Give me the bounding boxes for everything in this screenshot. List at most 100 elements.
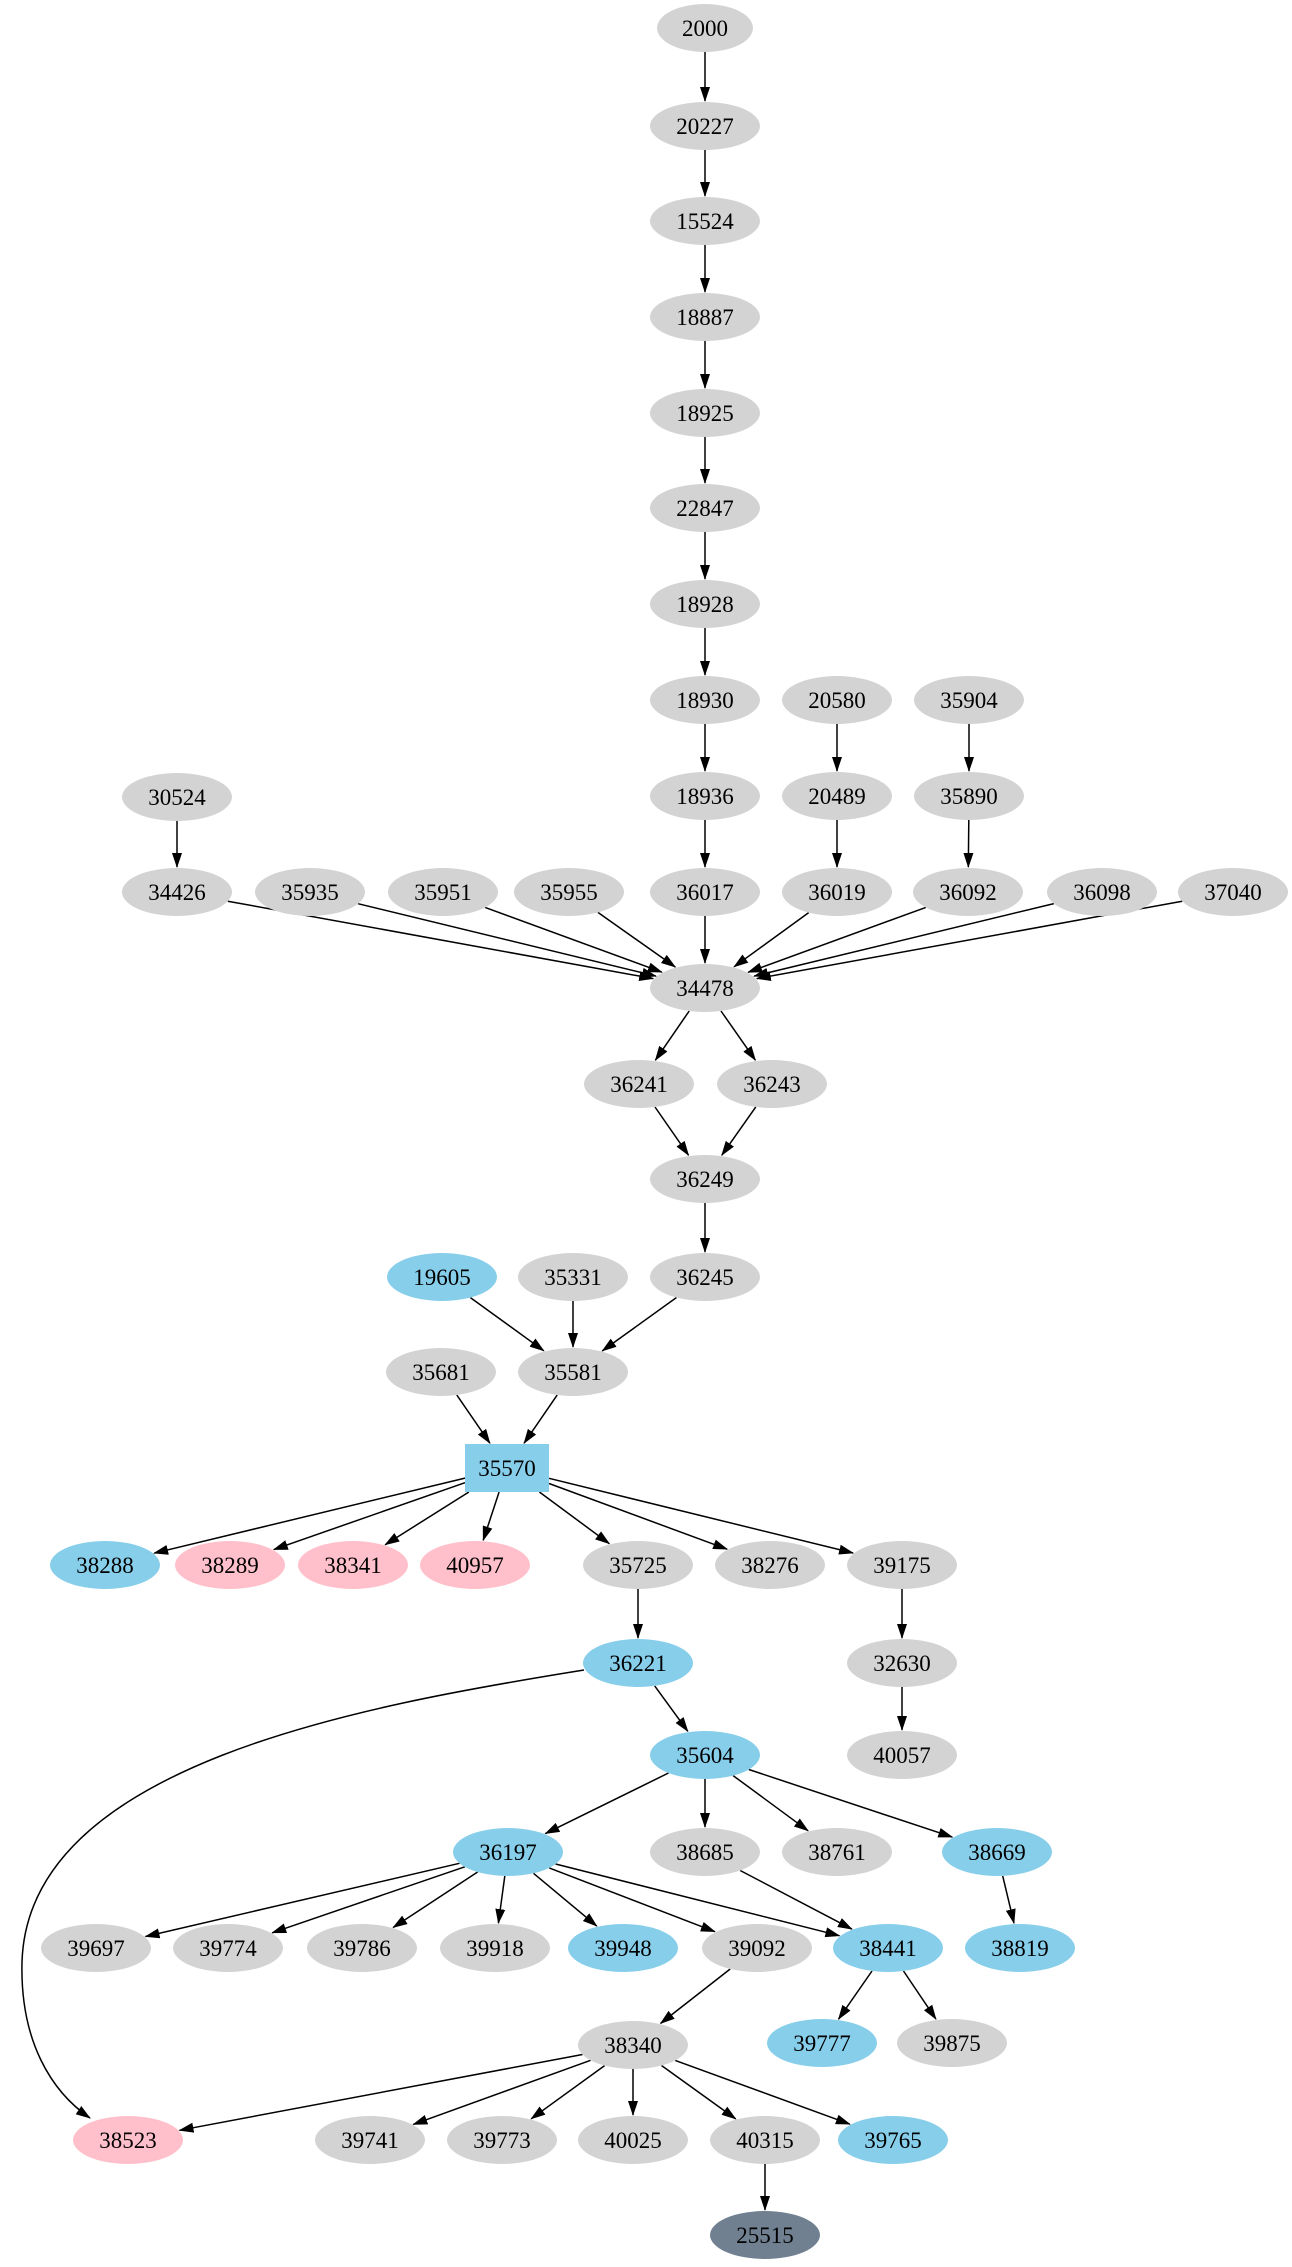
node-ellipse-shape: [650, 676, 760, 724]
node-label: 38341: [324, 1553, 382, 1578]
node-ellipse-shape: [650, 772, 760, 820]
edge-38685-38441: [739, 1869, 853, 1930]
node-label: 36249: [676, 1167, 734, 1192]
node-ellipse-shape: [315, 2116, 425, 2164]
node-ellipse-shape: [175, 1541, 285, 1589]
node-label: 39741: [341, 2128, 399, 2153]
node-label: 36092: [939, 880, 997, 905]
node-label: 22847: [676, 496, 734, 521]
node-label: 36243: [743, 1072, 801, 1097]
node-39777: 39777: [767, 2019, 877, 2067]
node-box-shape: [465, 1444, 549, 1492]
node-label: 18925: [676, 401, 734, 426]
edge-36241-36249: [654, 1106, 690, 1157]
edge-36197-39774: [271, 1866, 466, 1934]
node-35935: 35935: [255, 868, 365, 916]
node-ellipse-shape: [650, 102, 760, 150]
node-40025: 40025: [578, 2116, 688, 2164]
node-ellipse-shape: [942, 1828, 1052, 1876]
node-30524: 30524: [122, 773, 232, 821]
edge-36098-34478: [753, 902, 1055, 978]
node-ellipse-shape: [583, 1541, 693, 1589]
node-label: 40315: [736, 2128, 794, 2153]
node-label: 40957: [446, 1553, 504, 1578]
node-label: 39092: [728, 1936, 786, 1961]
node-39774: 39774: [173, 1924, 283, 1972]
node-ellipse-shape: [657, 4, 753, 52]
node-35604: 35604: [650, 1731, 760, 1779]
node-34478: 34478: [650, 964, 760, 1012]
node-ellipse-shape: [702, 1924, 812, 1972]
node-2000: 2000: [657, 4, 753, 52]
node-39741: 39741: [315, 2116, 425, 2164]
node-label: 36019: [808, 880, 866, 905]
node-39948: 39948: [568, 1924, 678, 1972]
node-label: 18930: [676, 688, 734, 713]
node-label: 30524: [148, 785, 206, 810]
node-ellipse-shape: [568, 1924, 678, 1972]
edge-36197-39697: [144, 1862, 460, 1939]
node-36245: 36245: [650, 1253, 760, 1301]
node-35331: 35331: [518, 1253, 628, 1301]
edge-35570-40957: [482, 1491, 500, 1542]
node-20489: 20489: [782, 772, 892, 820]
node-ellipse-shape: [897, 2019, 1007, 2067]
node-40957: 40957: [420, 1541, 530, 1589]
node-ellipse-shape: [307, 1924, 417, 1972]
node-label: 36098: [1073, 880, 1131, 905]
node-ellipse-shape: [447, 2116, 557, 2164]
node-label: 35904: [940, 688, 998, 713]
node-19605: 19605: [387, 1253, 497, 1301]
edge-38340-38523: [178, 2053, 583, 2133]
node-35681: 35681: [386, 1348, 496, 1396]
node-label: 39774: [199, 1936, 257, 1961]
node-label: 36241: [610, 1072, 668, 1097]
edge-35955-34478: [597, 911, 677, 968]
node-label: 35604: [676, 1743, 734, 1768]
node-label: 39697: [67, 1936, 125, 1961]
node-18925: 18925: [650, 389, 760, 437]
node-ellipse-shape: [388, 868, 498, 916]
node-39918: 39918: [440, 1924, 550, 1972]
node-label: 38761: [808, 1840, 866, 1865]
edge-35570-39175: [548, 1477, 855, 1555]
edge-36092-34478: [747, 906, 927, 974]
node-39765: 39765: [838, 2116, 948, 2164]
node-25515: 25515: [710, 2211, 820, 2259]
node-label: 18928: [676, 592, 734, 617]
node-label: 39175: [873, 1553, 931, 1578]
node-label: 32630: [873, 1651, 931, 1676]
edge-35570-35725: [538, 1491, 611, 1545]
node-label: 38685: [676, 1840, 734, 1865]
node-39786: 39786: [307, 1924, 417, 1972]
node-label: 39786: [333, 1936, 391, 1961]
edge-38669-38819: [1001, 1875, 1016, 1925]
edge-38340-39773: [530, 2064, 606, 2120]
node-label: 36245: [676, 1265, 734, 1290]
node-label: 39765: [864, 2128, 922, 2153]
node-18887: 18887: [650, 293, 760, 341]
node-label: 37040: [1204, 880, 1262, 905]
node-ellipse-shape: [298, 1541, 408, 1589]
edge-34478-36241: [654, 1010, 690, 1062]
node-20580: 20580: [782, 676, 892, 724]
node-label: 39918: [466, 1936, 524, 1961]
node-ellipse-shape: [518, 1253, 628, 1301]
node-ellipse-shape: [453, 1828, 563, 1876]
node-label: 38288: [76, 1553, 134, 1578]
node-ellipse-shape: [650, 197, 760, 245]
node-39875: 39875: [897, 2019, 1007, 2067]
node-ellipse-shape: [73, 2116, 183, 2164]
node-ellipse-shape: [847, 1541, 957, 1589]
node-39092: 39092: [702, 1924, 812, 1972]
node-20227: 20227: [650, 102, 760, 150]
node-label: 36017: [676, 880, 734, 905]
node-38340: 38340: [578, 2021, 688, 2069]
node-label: 39948: [594, 1936, 652, 1961]
node-ellipse-shape: [650, 1155, 760, 1203]
edge-35604-38669: [748, 1768, 954, 1838]
edge-35570-38341: [384, 1491, 470, 1546]
node-label: 35935: [281, 880, 339, 905]
